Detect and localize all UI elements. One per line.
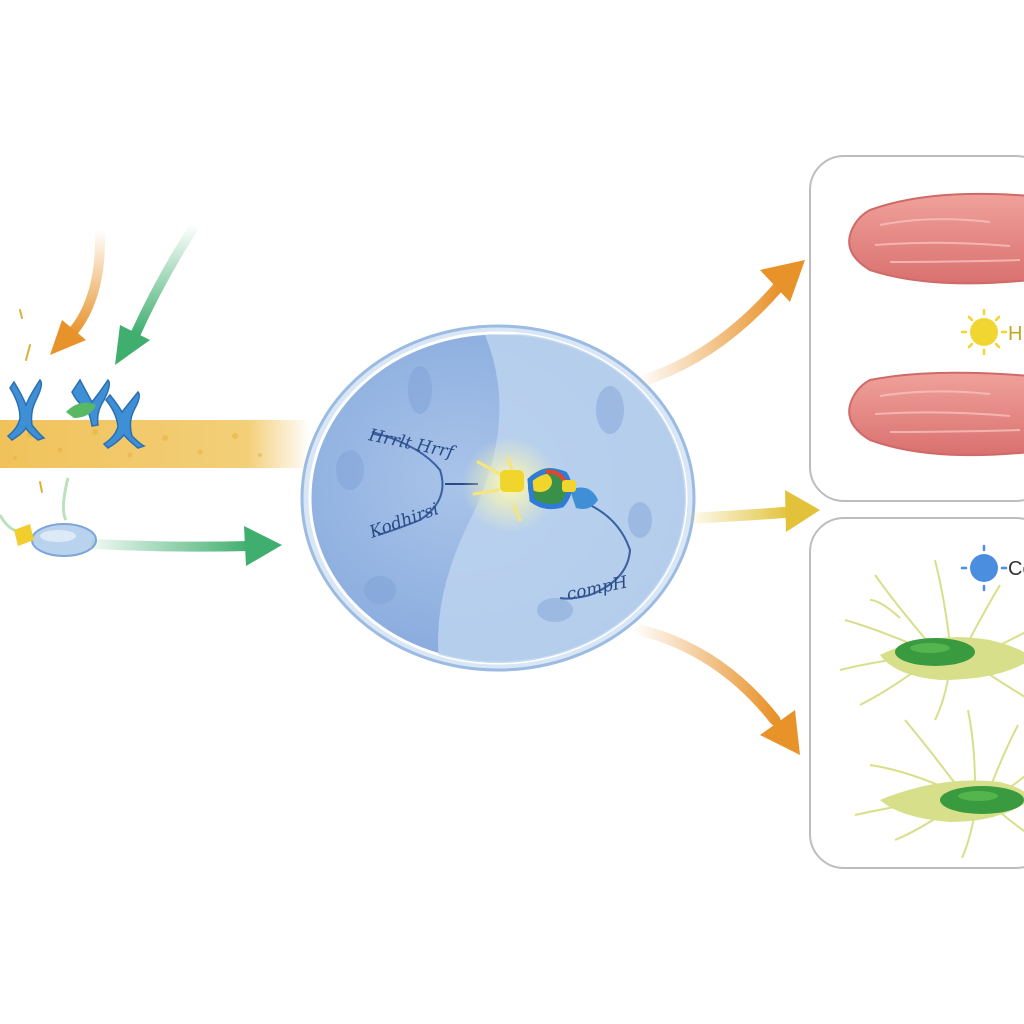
receptor-left (6, 378, 46, 441)
blue-star-icon (960, 544, 1008, 592)
chromatin-strand-lower (559, 504, 632, 600)
muscle-fiber-top (848, 192, 1024, 285)
cytoplasm-path (61, 477, 70, 521)
receptor-middle-ligand (66, 378, 111, 427)
panel-bottom-label: Co (1008, 558, 1024, 580)
signal-vesicle (14, 523, 97, 557)
sun-icon (960, 308, 1008, 356)
incoming-arrow-green (115, 220, 200, 365)
activation-complex (462, 437, 598, 533)
panel-neurons: Co (809, 517, 1024, 869)
arrow-to-nucleus (91, 526, 282, 566)
arrow-to-neurons (634, 624, 800, 755)
cell-membrane-band (0, 420, 310, 468)
muscle-fiber-bottom (848, 371, 1024, 457)
decor-flecks (19, 309, 43, 493)
neuron-top (839, 559, 1024, 721)
panel-top-label: H (1008, 323, 1022, 345)
chromatin-strand-upper (371, 431, 444, 536)
arrow-to-muscle (639, 260, 805, 386)
incoming-arrow-orange (50, 225, 106, 355)
nucleus-light-region (438, 333, 686, 663)
cell-membrane-group (0, 420, 310, 468)
neuron-bottom (854, 709, 1024, 859)
receptor-right (102, 390, 146, 449)
arrow-to-center (689, 490, 820, 532)
panel-muscle: H (809, 155, 1024, 502)
membrane-texture (13, 429, 262, 460)
